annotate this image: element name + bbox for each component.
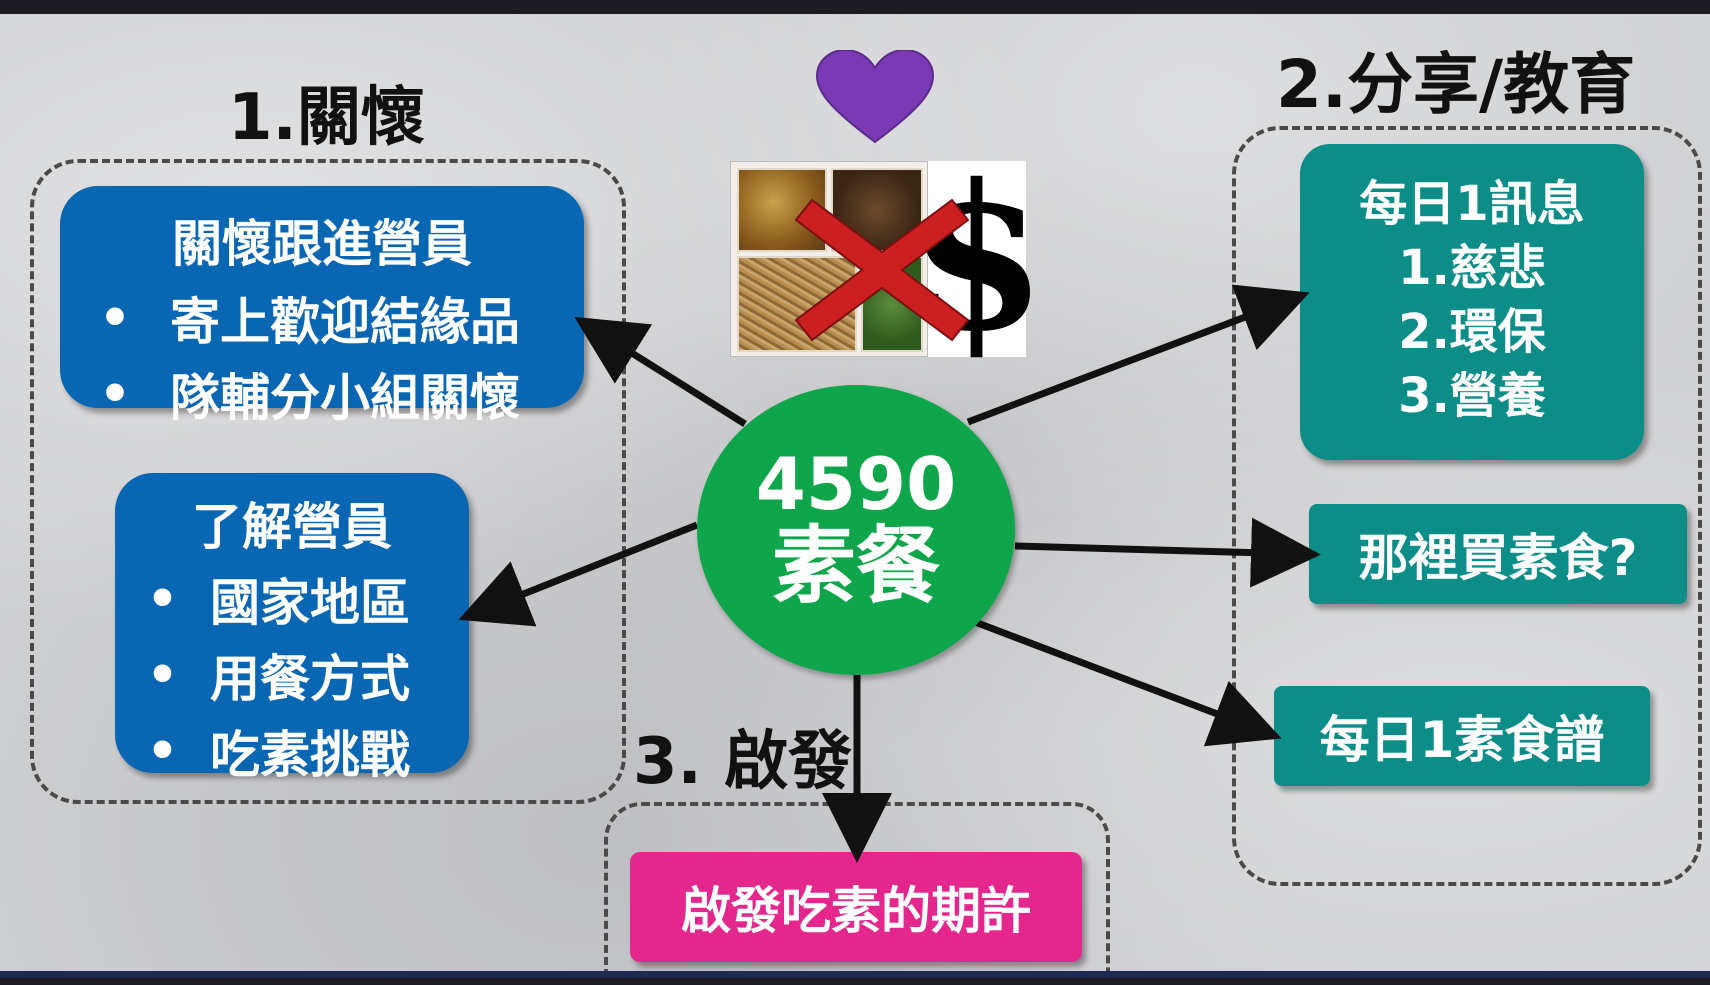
cross-mark-icon: [794, 198, 970, 342]
bullet-text: 吃素挑戰: [210, 726, 410, 784]
connector-arrows: [458, 284, 1321, 863]
bullet-text: 國家地區: [210, 574, 410, 632]
message-item-nutrition: 3.營養: [1398, 368, 1546, 424]
bullet-icon: •: [146, 570, 179, 628]
arrow-to-daily-recipe: [973, 618, 1282, 747]
slide-canvas: 1.關懷 2.分享/教育 3. 啟發 關懷跟進營員 • 寄上歡迎結緣品 • 隊輔…: [0, 14, 1710, 978]
section2-group: [1232, 126, 1702, 886]
bullet-text: 用餐方式: [210, 650, 410, 708]
list-item: • 用餐方式: [115, 639, 469, 711]
section1-group: [30, 159, 626, 804]
daily-recipe-card: 每日1素食譜: [1274, 686, 1650, 786]
list-item: • 寄上歡迎結緣品: [60, 282, 584, 354]
arrow-to-care-followup: [574, 316, 747, 427]
hub-label: 素餐: [771, 516, 940, 615]
bullet-text: 隊輔分小組關懷: [170, 369, 520, 427]
understand-campers-title: 了解營員: [192, 498, 392, 556]
bottom-bar: [0, 971, 1710, 978]
hub-circle: 4590 素餐: [697, 385, 1015, 675]
arrow-to-where-to-buy: [1014, 517, 1321, 588]
list-item: • 國家地區: [115, 563, 469, 635]
section2-title: 2.分享/教育: [1276, 46, 1636, 123]
bullet-icon: •: [146, 722, 179, 780]
arrow-to-daily-message: [966, 284, 1310, 426]
hub-number: 4590: [755, 441, 957, 526]
message-item-environment: 2.環保: [1398, 304, 1546, 360]
care-followup-card: 關懷跟進營員 • 寄上歡迎結緣品 • 隊輔分小組關懷: [60, 186, 584, 427]
section3-title: 3. 啟發: [633, 725, 853, 799]
daily-message-title: 每日1訊息: [1359, 176, 1585, 232]
arrow-to-understand-campers: [458, 521, 699, 627]
where-to-buy-text: 那裡買素食?: [1358, 529, 1638, 587]
bullet-icon: •: [99, 289, 131, 347]
inspire-text: 啟發吃素的期許: [681, 882, 1031, 940]
care-followup-title: 關懷跟進營員: [172, 215, 472, 273]
bullet-text: 寄上歡迎結緣品: [170, 293, 520, 351]
bullet-icon: •: [146, 646, 179, 704]
list-item: • 吃素挑戰: [115, 715, 469, 787]
daily-recipe-text: 每日1素食譜: [1319, 711, 1605, 769]
message-item-compassion: 1.慈悲: [1398, 240, 1546, 296]
list-item: • 隊輔分小組關懷: [60, 358, 584, 430]
section1-title: 1.關懷: [228, 81, 425, 155]
daily-message-card: 每日1訊息 1.慈悲 2.環保 3.營養: [1300, 144, 1644, 460]
heart-icon: [815, 50, 935, 144]
bullet-icon: •: [99, 365, 131, 423]
inspire-card: 啟發吃素的期許: [630, 852, 1082, 962]
understand-campers-card: 了解營員 • 國家地區 • 用餐方式 • 吃素挑戰: [115, 473, 469, 784]
where-to-buy-card: 那裡買素食?: [1309, 504, 1687, 604]
